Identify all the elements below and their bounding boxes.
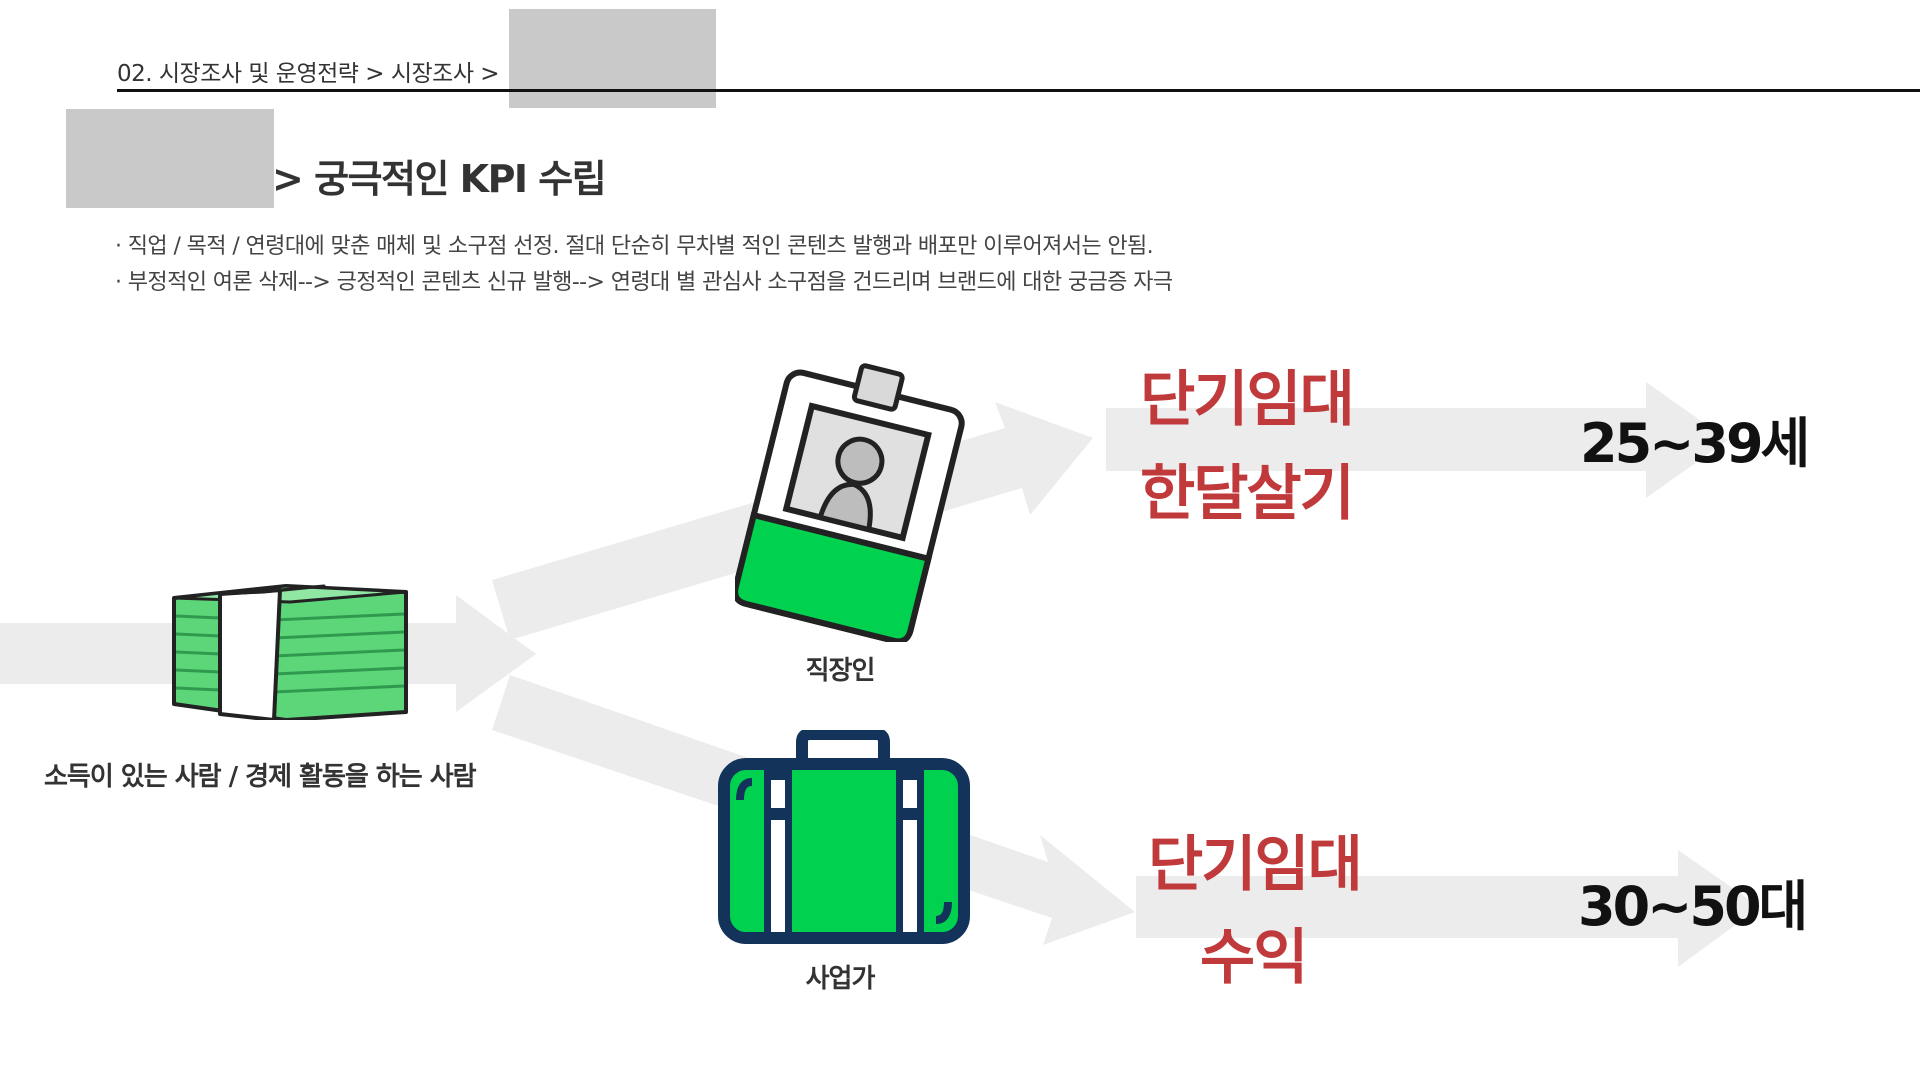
segment-2-purpose-line2: 수익 xyxy=(1200,923,1308,993)
money-stack-icon xyxy=(172,584,408,720)
header-divider xyxy=(117,89,1920,92)
arrow-segment-2 xyxy=(1136,850,1760,967)
segment-1-age-range: 25~39세 xyxy=(1580,412,1810,475)
segment-1-purpose-line2: 한달살기 xyxy=(1140,459,1355,529)
redacted-block-title xyxy=(66,109,274,208)
segment-1-purpose-line1: 단기임대 xyxy=(1140,365,1355,435)
segment-2-age-range: 30~50대 xyxy=(1578,875,1808,938)
id-badge-icon xyxy=(735,363,965,642)
segment-1-caption: 직장인 xyxy=(805,656,876,686)
suitcase-icon xyxy=(718,730,970,944)
bullet-2: · 부정적인 여론 삭제--> 긍정적인 콘텐츠 신규 발행--> 연령대 별 … xyxy=(115,270,1173,295)
breadcrumb: 02. 시장조사 및 운영전략 > 시장조사 > xyxy=(117,61,500,87)
arrow-segment-1 xyxy=(1106,382,1728,498)
segment-2-purpose-line1: 단기임대 xyxy=(1148,830,1363,900)
bullet-1: · 직업 / 목적 / 연령대에 맞춘 매체 및 소구점 선정. 절대 단순히 … xyxy=(115,234,1154,259)
page-title: > 궁극적인 KPI 수립 xyxy=(272,157,607,201)
segment-2-caption: 사업가 xyxy=(805,964,876,994)
source-caption: 소득이 있는 사람 / 경제 활동을 하는 사람 xyxy=(44,762,477,792)
